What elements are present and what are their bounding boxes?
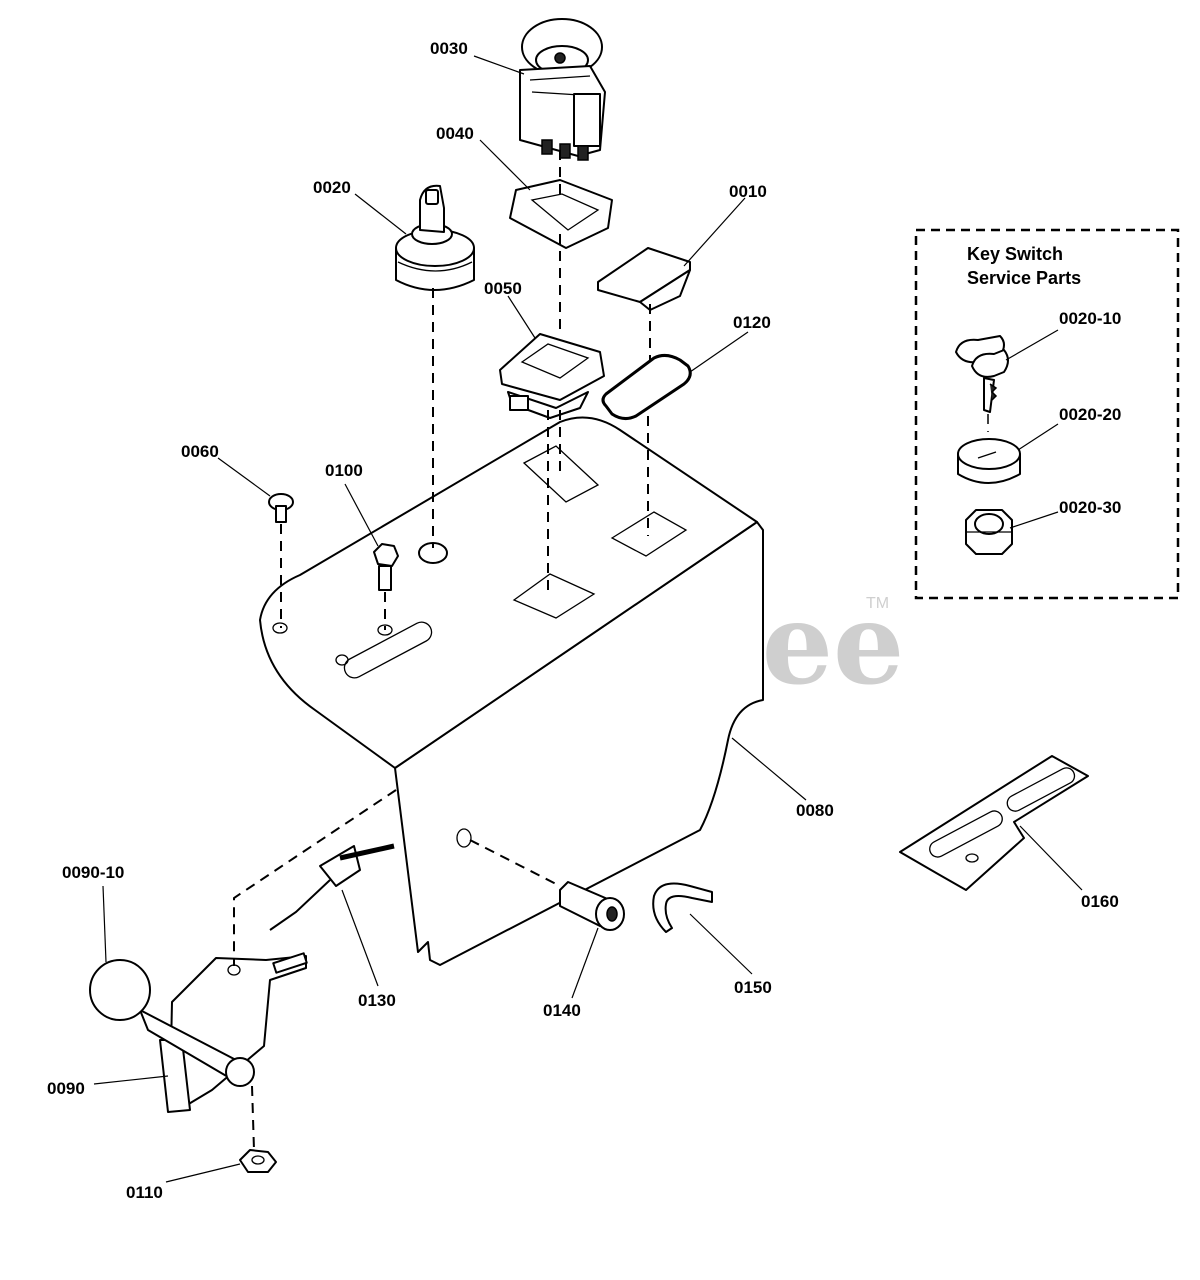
- label-0080: 0080: [796, 801, 834, 820]
- gasket-0120[interactable]: [601, 353, 692, 421]
- bolt-0100[interactable]: [373, 543, 399, 591]
- label-0020-10: 0020-10: [1059, 309, 1121, 328]
- label-0060: 0060: [181, 442, 219, 461]
- plate-0160[interactable]: [899, 755, 1089, 891]
- label-0110: 0110: [126, 1183, 163, 1202]
- watermark-trademark: TM: [866, 595, 889, 612]
- nut-0110[interactable]: [239, 1149, 277, 1173]
- knob-0090-10: [89, 959, 151, 1021]
- label-0140: 0140: [543, 1001, 581, 1020]
- key-switch-service-inset: Key Switch Service Parts: [914, 228, 1180, 600]
- rod-0130[interactable]: [269, 843, 395, 931]
- label-0160: 0160: [1081, 892, 1119, 911]
- cap-0020-20[interactable]: [957, 438, 1021, 484]
- key-switch-0020[interactable]: [395, 184, 475, 291]
- label-0040: 0040: [436, 124, 474, 143]
- panel-0080[interactable]: [259, 416, 764, 966]
- label-0150: 0150: [734, 978, 772, 997]
- keys-0020-10[interactable]: [955, 335, 1009, 432]
- plug-0010[interactable]: [597, 247, 691, 311]
- bezel-0040[interactable]: [509, 179, 613, 249]
- label-0090: 0090: [47, 1079, 85, 1098]
- nut-0020-30[interactable]: [965, 509, 1013, 555]
- label-0100: 0100: [325, 461, 363, 480]
- assembly-lines: [233, 150, 651, 1151]
- inset-title-line2: Service Parts: [967, 268, 1081, 288]
- leader-lines: [93, 55, 1083, 1183]
- label-0020-20: 0020-20: [1059, 405, 1121, 424]
- label-0130: 0130: [358, 991, 396, 1010]
- hour-meter-0050[interactable]: [499, 333, 605, 419]
- label-0010: 0010: [729, 182, 767, 201]
- label-0020: 0020: [313, 178, 351, 197]
- label-0030: 0030: [430, 39, 468, 58]
- pto-switch-0030[interactable]: [519, 18, 606, 161]
- indicator-0140[interactable]: [559, 881, 625, 931]
- label-0090-10: 0090-10: [62, 863, 124, 882]
- throttle-assembly-0090[interactable]: [89, 952, 308, 1113]
- label-0120: 0120: [733, 313, 771, 332]
- inset-title-line1: Key Switch: [967, 244, 1063, 264]
- clamp-0150[interactable]: [652, 882, 713, 933]
- screw-0060[interactable]: [268, 493, 294, 523]
- label-0050: 0050: [484, 279, 522, 298]
- label-0020-30: 0020-30: [1059, 498, 1121, 517]
